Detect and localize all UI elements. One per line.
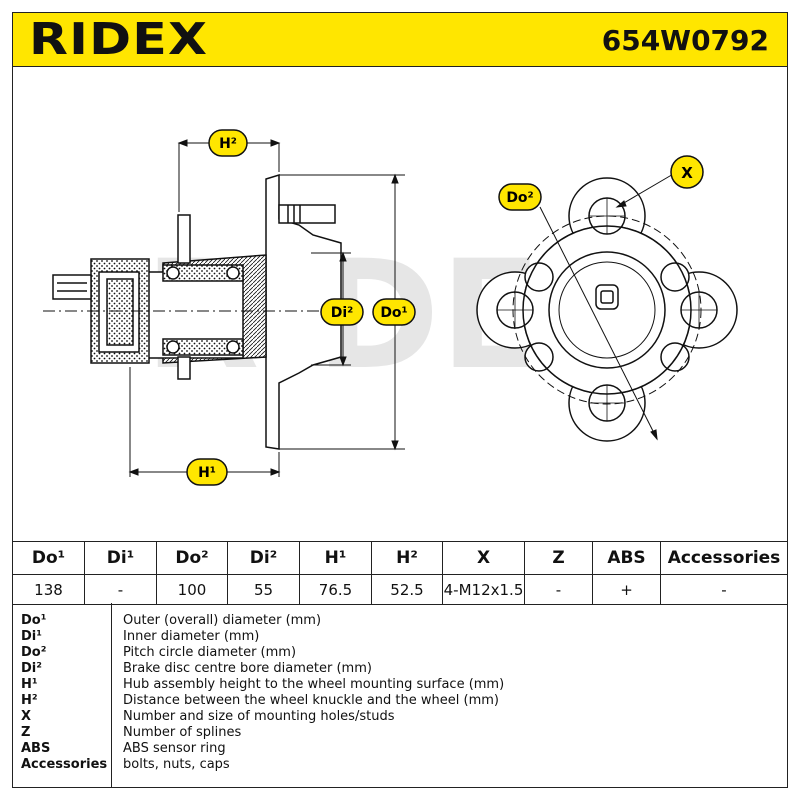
label-do2: Do²: [506, 190, 533, 206]
badge-di2: Di²: [320, 298, 364, 326]
legend-code: Z: [21, 725, 31, 740]
label-do1: Do¹: [380, 305, 407, 321]
legend-row: H¹ Hub assembly height to the wheel mount…: [13, 677, 787, 693]
legend-text: Pitch circle diameter (mm): [123, 645, 297, 660]
legend-code: Accessories: [21, 757, 108, 772]
legend-row: Do² Pitch circle diameter (mm): [13, 645, 787, 661]
part-number: 654W0792: [601, 24, 769, 57]
spec-value: -: [660, 574, 788, 605]
legend-text: Outer (overall) diameter (mm): [123, 613, 322, 628]
legend-text: ABS sensor ring: [123, 741, 226, 756]
hub-drawing-svg: RIDEX: [43, 129, 738, 486]
spec-table: Do¹ Di¹ Do² Di² H¹ H² X Z ABS Accessorie…: [12, 541, 788, 605]
pitch-circle: [512, 215, 702, 405]
spec-value: -: [524, 574, 593, 605]
hub-front-view: [476, 177, 738, 442]
legend-code: Do²: [21, 645, 47, 660]
badge-do1: Do¹: [372, 298, 416, 326]
spec-value: 52.5: [371, 574, 443, 605]
legend: Do¹ Outer (overall) diameter (mm) Di¹ Inne…: [12, 603, 788, 788]
spec-header: Do²: [156, 541, 228, 575]
legend-text: Hub assembly height to the wheel mountin…: [123, 677, 505, 692]
technical-drawing: RIDEX: [12, 67, 788, 542]
legend-code: Di¹: [21, 629, 42, 644]
brand-logo: RIDEX: [29, 14, 209, 65]
legend-row: Z Number of splines: [13, 725, 787, 741]
legend-code: H²: [21, 693, 38, 708]
legend-row: Di² Brake disc centre bore diameter (mm): [13, 661, 787, 677]
badge-h1: H¹: [186, 458, 228, 486]
legend-text: Brake disc centre bore diameter (mm): [123, 661, 372, 676]
header-bar: RIDEX 654W0792: [12, 12, 788, 67]
legend-row: Accessories bolts, nuts, caps: [13, 757, 787, 773]
spec-value: 55: [227, 574, 300, 605]
legend-code: Do¹: [21, 613, 47, 628]
spec-header: Do¹: [12, 541, 85, 575]
legend-code: X: [21, 709, 32, 724]
legend-code: Di²: [21, 661, 42, 676]
legend-code: ABS: [21, 741, 51, 756]
legend-row: Do¹ Outer (overall) diameter (mm): [13, 613, 787, 629]
legend-row: ABS ABS sensor ring: [13, 741, 787, 757]
legend-divider: [111, 603, 112, 787]
spec-header: ABS: [592, 541, 661, 575]
spec-value: 100: [156, 574, 228, 605]
spec-header-row: Do¹ Di¹ Do² Di² H¹ H² X Z ABS Accessorie…: [12, 541, 788, 575]
hub-side-view: [43, 173, 363, 450]
legend-row: Di¹ Inner diameter (mm): [13, 629, 787, 645]
label-h1: H¹: [198, 465, 216, 481]
legend-text: Distance between the wheel knuckle and t…: [123, 693, 499, 708]
front-leaders: [539, 172, 676, 441]
spec-header: Accessories: [660, 541, 788, 575]
spec-header: Z: [524, 541, 593, 575]
legend-row: X Number and size of mounting holes/studs: [13, 709, 787, 725]
badge-h2: H²: [208, 129, 248, 157]
legend-text: Number and size of mounting holes/studs: [123, 709, 395, 724]
badge-do2: Do²: [498, 183, 542, 211]
spec-header: Di¹: [84, 541, 157, 575]
spec-value: 4-M12x1.5: [442, 574, 525, 605]
spec-header: Di²: [227, 541, 300, 575]
spec-header: X: [442, 541, 525, 575]
legend-code: H¹: [21, 677, 38, 692]
spec-value: 76.5: [299, 574, 372, 605]
badge-x: X: [670, 155, 704, 189]
spec-value: -: [84, 574, 157, 605]
spec-header: H²: [371, 541, 443, 575]
legend-text: Number of splines: [123, 725, 242, 740]
label-di2: Di²: [331, 305, 354, 321]
legend-row: H² Distance between the wheel knuckle and…: [13, 693, 787, 709]
spec-value: +: [592, 574, 661, 605]
label-x: X: [681, 164, 693, 182]
label-h2: H²: [219, 136, 237, 152]
spec-header: H¹: [299, 541, 372, 575]
legend-text: Inner diameter (mm): [123, 629, 260, 644]
spec-value: 138: [12, 574, 85, 605]
legend-text: bolts, nuts, caps: [123, 757, 230, 772]
spec-value-row: 138 - 100 55 76.5 52.5 4-M12x1.5 - + -: [12, 574, 788, 605]
